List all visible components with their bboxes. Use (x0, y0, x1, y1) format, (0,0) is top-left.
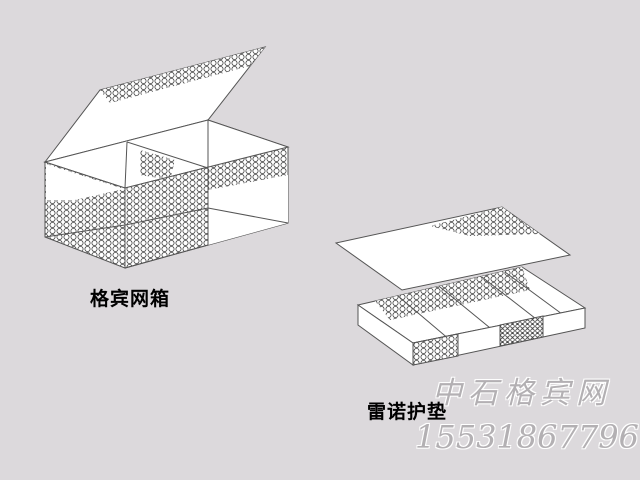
reno-lid-mesh (430, 207, 540, 236)
reno-back-mesh (375, 267, 530, 320)
watermark-phone: 15531867796 (415, 418, 639, 456)
gabion-lid-mesh (100, 47, 265, 103)
gabion-box-label: 格宾网箱 (90, 288, 171, 310)
gabion-inner-divider-mesh (140, 150, 175, 180)
gabion-right-face-clear (208, 175, 288, 245)
reno-front-mesh-2 (499, 315, 544, 347)
reno-mattress-diagram (334, 206, 587, 366)
gabion-box-diagram (43, 46, 290, 269)
gabion-front-face-clear (46, 164, 124, 200)
reno-front-mesh (412, 333, 459, 366)
watermark-company: 中石格宾网 (432, 376, 612, 411)
reno-mattress-label: 雷诺护垫 (367, 401, 448, 423)
